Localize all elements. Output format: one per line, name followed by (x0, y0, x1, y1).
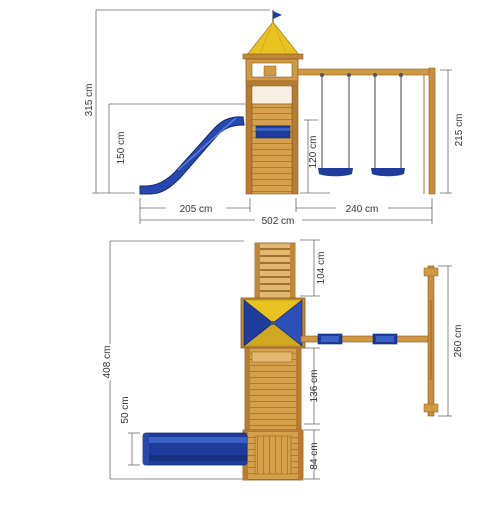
swing-beam-plan (300, 333, 432, 345)
label-width-overall: 502 cm (262, 216, 295, 227)
label-length-rear-platform: 84 cm (309, 442, 320, 469)
slide-plan (142, 432, 248, 466)
ladder-plan (254, 242, 296, 299)
swing-frame-plan (423, 265, 439, 417)
dimension-height-swing-seat (300, 119, 330, 194)
label-height-swing-seat: 120 cm (308, 136, 319, 169)
swing-seat-left (318, 73, 353, 177)
dimension-length-swing-frame (438, 265, 452, 417)
swing-frame-elevation (297, 67, 436, 195)
label-height-deck: 150 cm (116, 132, 127, 165)
rear-platform-plan (242, 429, 304, 481)
swing-seat-right (371, 73, 405, 177)
label-length-ladder: 104 cm (316, 252, 327, 285)
tower-roof (242, 10, 304, 60)
dimension-height-deck (108, 103, 250, 193)
elevation-view: 315 cm 150 cm (84, 9, 465, 227)
tower-upper-level (245, 58, 299, 86)
tower-rear-plan (244, 347, 302, 431)
dimension-length-ladder (300, 239, 320, 297)
dimension-height-swing-frame (440, 69, 452, 194)
label-width-slide-plan: 50 cm (120, 396, 131, 423)
label-length-overall: 408 cm (102, 346, 113, 379)
label-length-tower-rear: 136 cm (309, 370, 320, 403)
slide-highlight (177, 117, 237, 171)
tower-main-body (245, 85, 299, 195)
dimension-length-rear-platform (304, 429, 320, 480)
label-height-total: 315 cm (84, 84, 95, 117)
label-width-swing: 240 cm (346, 204, 379, 215)
slide-elevation (139, 116, 245, 195)
dimension-length-overall (109, 240, 244, 480)
dimension-length-tower-rear (304, 347, 320, 425)
label-height-swing-frame: 215 cm (454, 114, 465, 147)
dimension-height-total (92, 9, 270, 194)
plan-view: 408 cm (100, 239, 464, 481)
label-length-swing-frame: 260 cm (453, 325, 464, 358)
dimension-horizontal-elevation (139, 198, 433, 224)
dimension-width-slide-plan (128, 432, 140, 466)
tower-roof-plan (240, 297, 306, 349)
label-width-slide: 205 cm (180, 204, 213, 215)
